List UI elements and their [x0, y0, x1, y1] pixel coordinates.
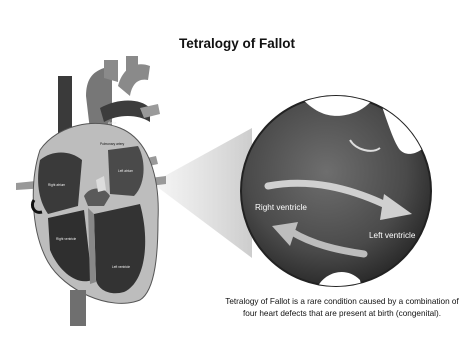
- label-left-atrium: Left atrium: [118, 169, 133, 173]
- label-left-ventricle: Left ventricle: [112, 265, 130, 269]
- label-pulmonary-artery: Pulmonary artery: [100, 142, 125, 146]
- zoom-label-right-ventricle: Right ventricle: [255, 203, 307, 212]
- label-aorta: Aorta: [108, 121, 116, 125]
- label-right-ventricle: Right ventricle: [56, 237, 76, 241]
- caption-line-2: four heart defects that are present at b…: [212, 308, 472, 320]
- zoom-label-left-ventricle: Left ventricle: [369, 231, 416, 240]
- caption-line-1: Tetralogy of Fallot is a rare condition …: [212, 296, 472, 308]
- caption: Tetralogy of Fallot is a rare condition …: [212, 296, 472, 320]
- zoom-cone: [152, 128, 252, 258]
- zoom-circle: Right ventricle Left ventricle: [241, 90, 436, 290]
- label-right-atrium: Right atrium: [48, 183, 66, 187]
